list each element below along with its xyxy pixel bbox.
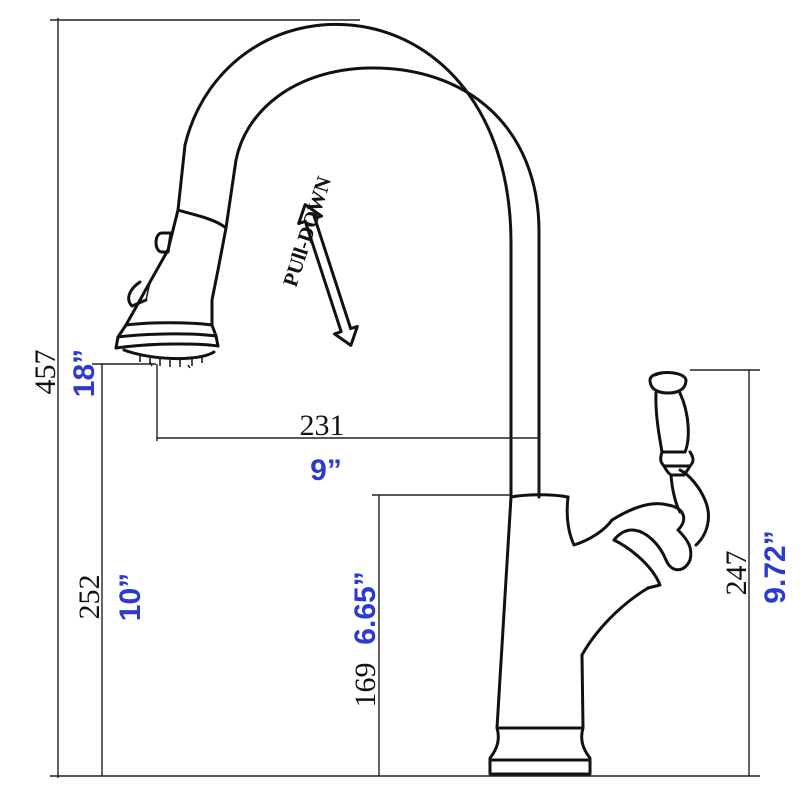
total-height-in: 18” [68, 349, 101, 397]
pull-down-label: PUll-DOWN [278, 173, 336, 289]
reach-in: 9” [310, 454, 342, 487]
double-arrow-icon [297, 203, 359, 347]
spout-outer [176, 22, 513, 499]
handle-height-in: 9.72” [759, 530, 792, 603]
spout-height-mm: 252 [73, 575, 106, 620]
body-height-in: 6.65” [349, 571, 382, 644]
dimension-lines [50, 18, 760, 778]
faucet-outline [114, 22, 710, 776]
spray-head [114, 208, 228, 369]
body-height-mm: 169 [349, 663, 382, 708]
faucet-body [488, 371, 710, 776]
spout-height-in: 10” [114, 573, 147, 621]
reach-mm: 231 [300, 409, 345, 442]
handle-height-mm: 247 [720, 551, 753, 596]
total-height-mm: 457 [29, 350, 62, 395]
spout-inner [224, 66, 541, 499]
